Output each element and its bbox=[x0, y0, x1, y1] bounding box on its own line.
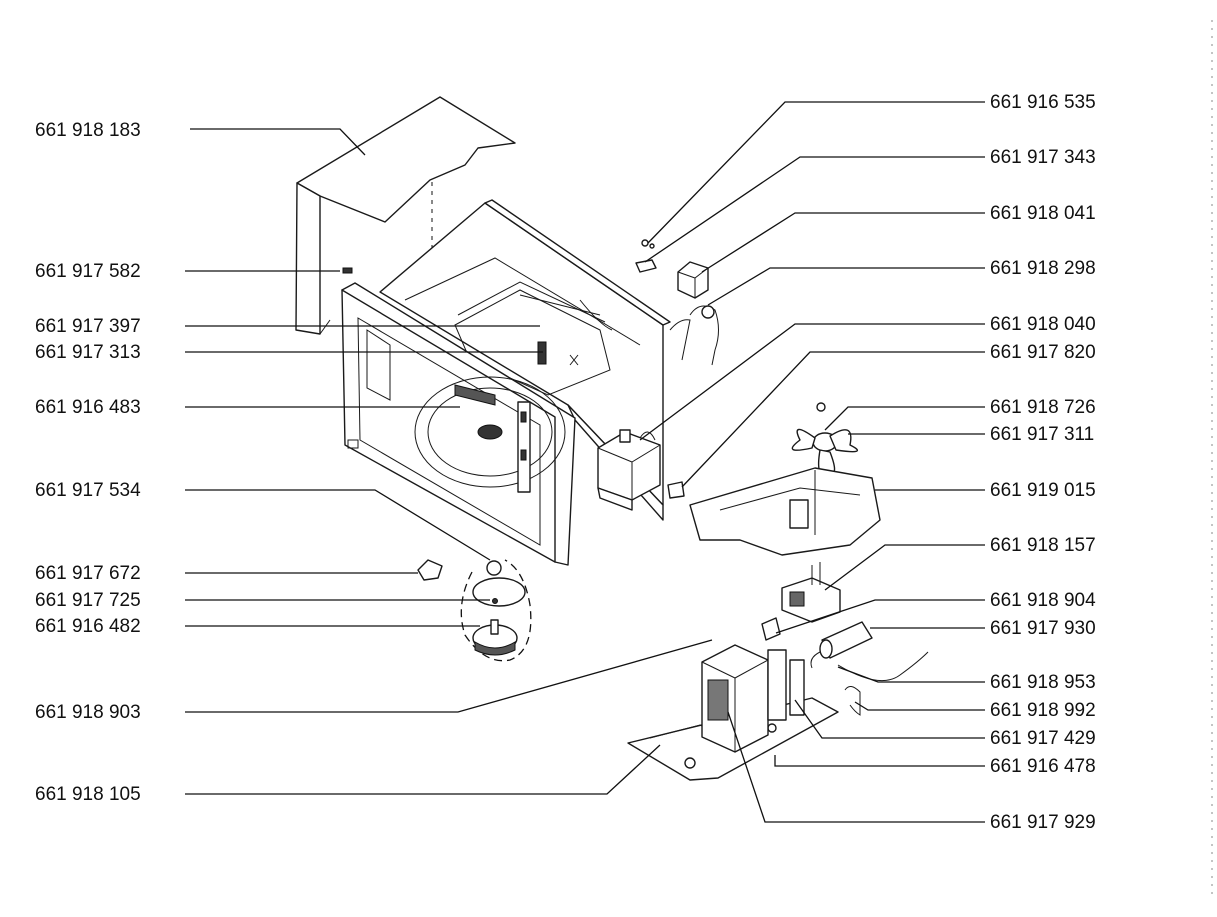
part-number-label: 661 917 397 bbox=[35, 316, 141, 337]
leader-line bbox=[824, 406, 985, 431]
leader-line bbox=[727, 711, 985, 823]
leader-line bbox=[681, 351, 985, 488]
part-number-label: 661 918 953 bbox=[990, 672, 1096, 693]
part-number-label: 661 919 015 bbox=[990, 480, 1096, 501]
thermostat-part bbox=[781, 562, 841, 623]
magnetron-part bbox=[597, 429, 661, 511]
part-number-label: 661 917 725 bbox=[35, 590, 141, 611]
leader-line bbox=[647, 101, 985, 244]
part-number-label: 661 916 478 bbox=[990, 756, 1096, 777]
wire-harness-part bbox=[837, 651, 929, 716]
part-number-label: 661 917 929 bbox=[990, 812, 1096, 833]
leader-line bbox=[185, 639, 713, 713]
leader-line bbox=[190, 128, 366, 156]
diode-clip-part bbox=[667, 481, 685, 499]
leader-line bbox=[837, 666, 985, 683]
part-number-label: 661 918 992 bbox=[990, 700, 1096, 721]
leader-line bbox=[794, 699, 985, 739]
part-number-label: 661 916 483 bbox=[35, 397, 141, 418]
outer-cover-part bbox=[295, 96, 516, 335]
capacitor-part bbox=[810, 621, 873, 669]
part-number-label: 661 918 298 bbox=[990, 258, 1096, 279]
part-number-label: 661 918 903 bbox=[35, 702, 141, 723]
fan-part bbox=[791, 402, 859, 475]
leader-line bbox=[185, 744, 661, 795]
part-number-label: 661 917 311 bbox=[990, 424, 1095, 445]
part-number-label: 661 917 534 bbox=[35, 480, 141, 501]
part-number-label: 661 917 672 bbox=[35, 563, 141, 584]
hinge-pin-part bbox=[641, 239, 655, 249]
leader-line bbox=[775, 599, 985, 634]
leader-line bbox=[701, 212, 985, 273]
part-number-label: 661 918 183 bbox=[35, 120, 141, 141]
leader-line bbox=[644, 156, 985, 263]
part-number-label: 661 918 726 bbox=[990, 397, 1096, 418]
leader-line bbox=[185, 489, 491, 561]
front-frame bbox=[341, 267, 576, 566]
part-number-label: 661 918 040 bbox=[990, 314, 1096, 335]
leader-line bbox=[774, 755, 985, 767]
part-number-label: 661 917 930 bbox=[990, 618, 1096, 639]
part-number-label: 661 918 904 bbox=[990, 590, 1096, 611]
leader-line bbox=[707, 267, 985, 306]
leader-line bbox=[854, 701, 985, 711]
part-number-label: 661 916 535 bbox=[990, 92, 1096, 113]
thermal-fuse-part bbox=[669, 305, 719, 366]
leader-line bbox=[639, 323, 985, 441]
leader-lines-right bbox=[639, 101, 985, 823]
part-number-label: 661 918 157 bbox=[990, 535, 1096, 556]
part-number-label: 661 917 313 bbox=[35, 342, 141, 363]
leader-line bbox=[824, 544, 985, 591]
part-number-label: 661 917 582 bbox=[35, 261, 141, 282]
transformer-part bbox=[701, 644, 805, 753]
fan-duct-part bbox=[689, 467, 881, 556]
part-number-label: 661 917 343 bbox=[990, 147, 1096, 168]
filter-part bbox=[761, 617, 781, 641]
part-number-label: 661 916 482 bbox=[35, 616, 141, 637]
part-number-label: 661 918 041 bbox=[990, 203, 1096, 224]
switch-block-part bbox=[677, 261, 709, 299]
part-number-label: 661 918 105 bbox=[35, 784, 141, 805]
leader-lines-left bbox=[185, 128, 713, 795]
turntable-drive-group bbox=[460, 559, 532, 662]
roller-guide-part bbox=[417, 559, 443, 581]
part-number-label: 661 917 429 bbox=[990, 728, 1096, 749]
part-number-label: 661 917 820 bbox=[990, 342, 1096, 363]
